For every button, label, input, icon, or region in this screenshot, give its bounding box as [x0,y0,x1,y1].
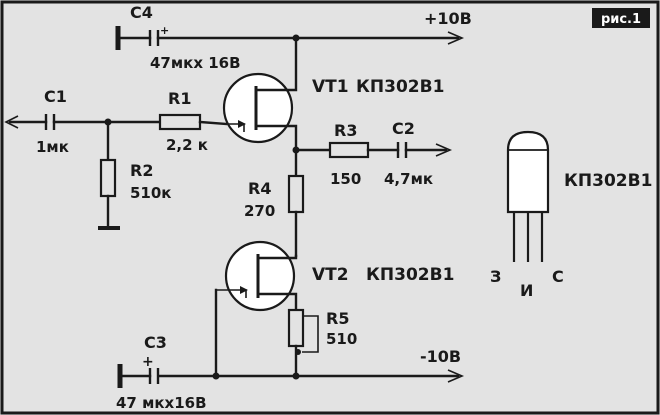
c3-ref: C3 [144,333,167,352]
resistor-r4: R4 270 [244,148,305,258]
c2-ref: C2 [392,119,415,138]
positive-rail-label: +10В [424,9,472,28]
r4-ref: R4 [248,179,271,198]
capacitor-c3: + C3 47 мкх16В [116,333,207,412]
vt1-ref: VT1 [312,77,349,97]
c4-value: 47мкх 16В [150,54,241,72]
r3-value: 150 [330,170,361,188]
r2-value: 510к [130,184,172,202]
c3-polarity-mark: + [142,354,154,370]
c1-value: 1мк [36,138,69,156]
vt2-ref: VT2 [312,265,349,285]
r5-value: 510 [326,330,357,348]
r1-ref: R1 [168,89,191,108]
package-title: КП302В1 [564,171,652,191]
output-section: R3 150 C2 4,7мк [292,119,453,188]
r1-value: 2,2 к [166,136,208,154]
figure-label: рис.1 [601,12,641,27]
vt1-type: КП302В1 [356,77,444,97]
pin-source-label: И [520,281,533,300]
c4-ref: C4 [130,3,153,22]
c1-ref: C1 [44,87,67,106]
transistor-vt2: VT2 КП302В1 [216,240,454,312]
resistor-r5: R5 510 [287,308,357,378]
c2-value: 4,7мк [384,170,433,188]
capacitor-c4: + C4 47мкх 16В [115,3,241,72]
input-section: C1 1мк R1 2,2 к R2 510к [4,87,228,230]
transistor-package: КП302В1 З И С [490,130,652,300]
figure-label-badge: рис.1 [592,8,650,28]
negative-rail-label: -10В [420,347,461,366]
pin-gate-label: З [490,267,501,286]
r4-value: 270 [244,202,275,220]
pin-drain-label: С [552,267,564,286]
r2-ref: R2 [130,161,153,180]
negative-rail: -10В [158,347,465,383]
c3-value: 47 мкх16В [116,394,207,412]
c4-polarity-mark: + [160,24,169,37]
vt2-type: КП302В1 [366,265,454,285]
r3-ref: R3 [334,121,357,140]
r5-ref: R5 [326,309,349,328]
transistor-vt1: VT1 КП302В1 [222,36,444,152]
positive-rail: +10В [156,9,472,45]
